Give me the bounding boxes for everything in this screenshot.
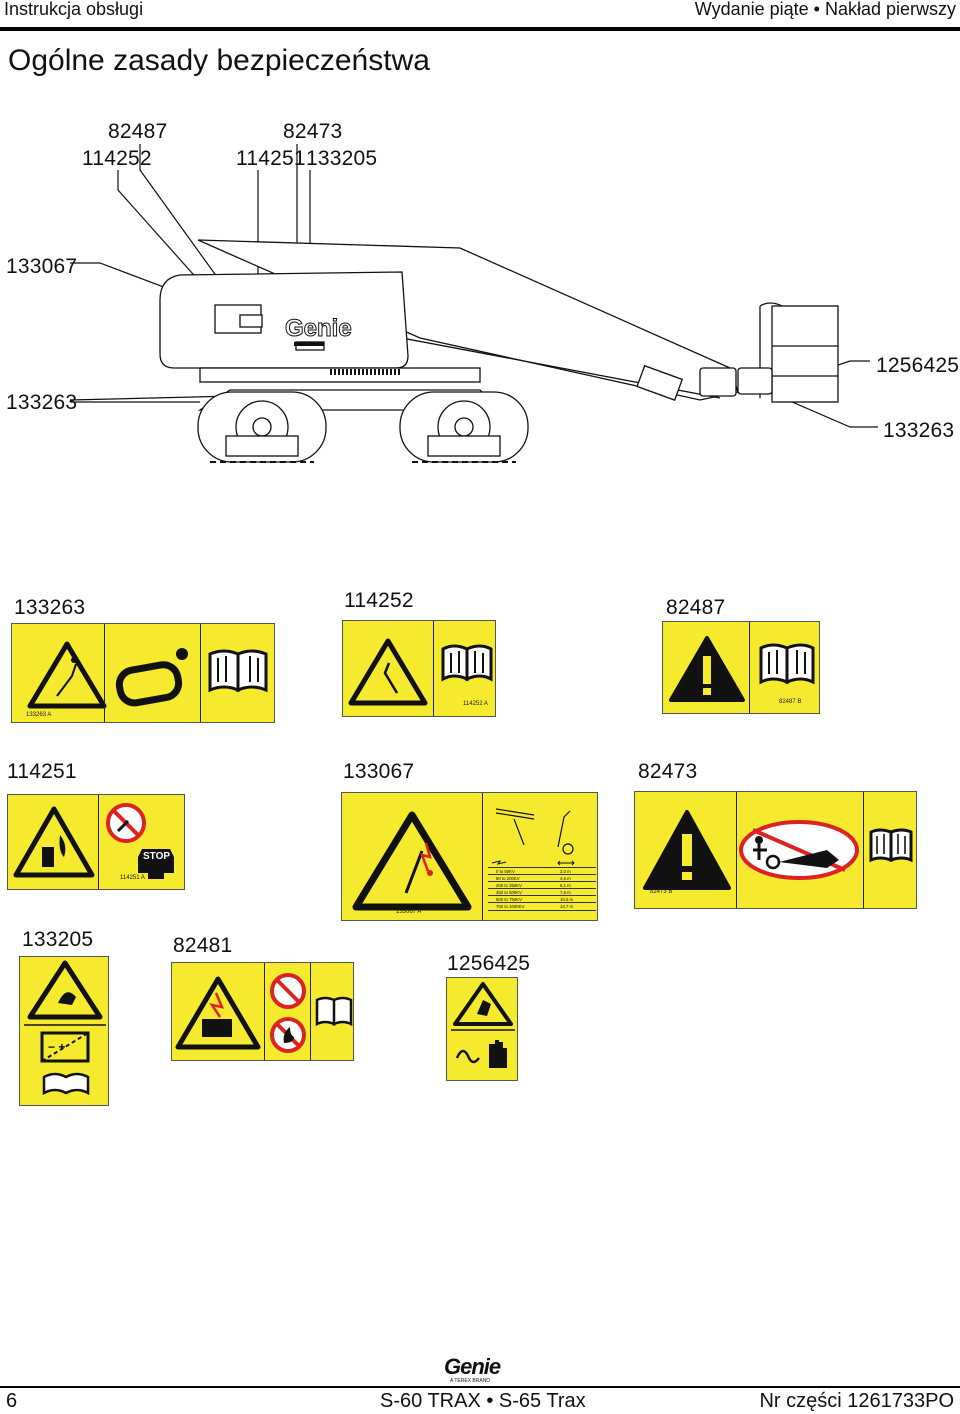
- battery-warning-icons: − +: [24, 960, 106, 1096]
- manual-book-icon: [208, 649, 268, 693]
- footer-model: S-60 TRAX • S-65 Trax: [380, 1390, 586, 1412]
- label-1256425: 1256425: [447, 952, 531, 975]
- track-icon: [115, 648, 188, 707]
- no-smoking-icon: [106, 803, 146, 843]
- warning-tip-over-icon: [348, 638, 428, 706]
- header-left: Instrukcja obsługi: [4, 0, 144, 19]
- callout-133067-left: 133067: [6, 255, 78, 278]
- manual-book-icon: [759, 643, 815, 685]
- label-114252: 114252: [344, 589, 414, 612]
- label-133205: 133205: [22, 928, 94, 951]
- callout-114252-top: 114252: [82, 147, 152, 170]
- decal-82473: 82473 B: [634, 791, 917, 909]
- decal-114251: STOP 114251 A: [7, 794, 185, 890]
- decal-code: 114252 A: [463, 701, 488, 707]
- label-114251: 114251: [7, 760, 77, 783]
- warning-exclamation-icon: [669, 636, 745, 702]
- no-smoking-icon: [270, 973, 306, 1009]
- footer-part-number: Nr części 1261733PO: [759, 1390, 954, 1412]
- callout-133263-right: 133263: [883, 419, 955, 442]
- stop-engine-icon: [138, 849, 174, 879]
- callout-82473-top: 82473: [283, 120, 343, 143]
- decal-133263: 133263 A: [11, 623, 275, 723]
- decal-code: 133263 A: [26, 712, 52, 718]
- callout-114251-top: 114251: [236, 147, 306, 170]
- manual-book-icon: [441, 644, 493, 682]
- decal-1256425: [446, 977, 518, 1081]
- decal-114252: 114252 A: [342, 620, 496, 717]
- decal-82481: [171, 962, 354, 1061]
- warning-electrocution-icon: [352, 811, 472, 911]
- label-82481: 82481: [173, 934, 233, 957]
- header-right: Wydanie piąte • Nakład pierwszy: [694, 0, 956, 19]
- genie-logo: Genie A TEREX BRAND: [444, 1354, 501, 1385]
- warning-battery-explosion-icon: [175, 976, 261, 1050]
- page-title: Ogólne zasady bezpieczeństwa: [8, 44, 430, 77]
- page-number: 6: [6, 1390, 18, 1412]
- callout-82487-top: 82487: [108, 120, 168, 143]
- decal-133205: − +: [19, 956, 109, 1106]
- label-133263: 133263: [14, 596, 86, 619]
- manual-book-icon: [315, 996, 353, 1027]
- power-line-boom-icon: [495, 808, 574, 855]
- label-133067: 133067: [343, 760, 415, 783]
- decal-code: 82487 B: [779, 699, 802, 705]
- stop-text: STOP: [143, 851, 171, 862]
- svg-text:Genie: Genie: [285, 315, 352, 342]
- warning-tipping-icon: [27, 641, 107, 709]
- footer-rule: [0, 1386, 960, 1388]
- voltage-distance-icons: [491, 860, 575, 866]
- warning-exclamation-icon: [643, 810, 731, 890]
- no-open-flame-icon: [270, 1017, 306, 1053]
- label-82487: 82487: [666, 596, 726, 619]
- decal-code: 114251 A: [120, 875, 145, 881]
- callout-1256425-right: 1256425: [876, 354, 960, 377]
- machine-diagram: 82487 114252 82473 114251 133205 133067 …: [0, 110, 960, 480]
- header-rule: [0, 27, 960, 31]
- label-82473: 82473: [638, 760, 698, 783]
- crush-hazard-icons: [451, 982, 515, 1068]
- machine-drawing: Genie: [69, 144, 878, 463]
- decal-82487: 82487 B: [662, 621, 820, 714]
- decal-code: 133067 A: [396, 909, 422, 915]
- manual-book-icon: [869, 828, 913, 863]
- decal-code: 82473 B: [650, 889, 673, 895]
- no-boom-contact-icon: [739, 820, 859, 880]
- callout-133263-left: 133263: [6, 391, 78, 414]
- callout-133205-top: 133205: [306, 147, 378, 170]
- warning-fire-fuel-icon: [13, 806, 95, 878]
